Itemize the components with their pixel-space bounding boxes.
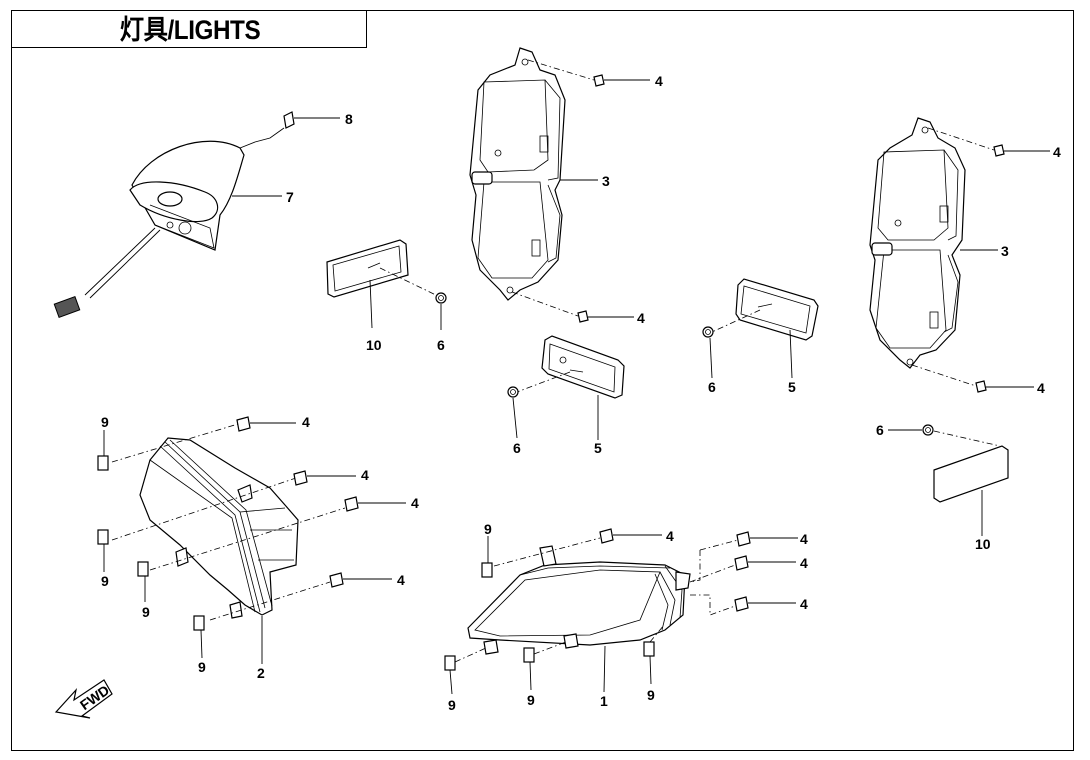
- callout-10-right: 10: [975, 536, 991, 552]
- drawing-frame: [11, 10, 1074, 751]
- headlight-1-fasteners: [444, 528, 798, 695]
- callout-9-f: 9: [448, 697, 456, 713]
- headlight-2-left: [139, 437, 299, 619]
- screw-8: [239, 111, 340, 149]
- page-title: 灯具/LIGHTS: [119, 15, 261, 45]
- callout-6-far-right: 6: [876, 422, 884, 438]
- callout-9-a: 9: [101, 414, 109, 430]
- callout-4-f: 4: [361, 467, 369, 483]
- callout-1: 1: [600, 693, 608, 709]
- callout-4-center-top: 4: [655, 73, 663, 89]
- callout-4-g: 4: [411, 495, 419, 511]
- callout-4-l: 4: [800, 596, 808, 612]
- callout-6-left: 6: [437, 337, 445, 353]
- callout-9-b: 9: [101, 573, 109, 589]
- callout-4-right-top: 4: [1053, 144, 1061, 160]
- callout-7: 7: [286, 189, 294, 205]
- callout-9-d: 9: [198, 659, 206, 675]
- callout-4-h: 4: [397, 572, 405, 588]
- tail-light-right: [869, 117, 966, 369]
- callout-6-right: 6: [708, 379, 716, 395]
- callout-8: 8: [345, 111, 353, 127]
- callout-9-c: 9: [142, 604, 150, 620]
- callout-5-center: 5: [594, 440, 602, 456]
- reflector-10-right: [888, 424, 1009, 536]
- callout-6-center: 6: [513, 440, 521, 456]
- headlight-2-fasteners: [97, 416, 406, 664]
- fwd-direction-arrow: FWD: [54, 679, 113, 719]
- callout-9-e: 9: [484, 521, 492, 537]
- callout-4-right-bottom: 4: [1037, 380, 1045, 396]
- callout-9-h: 9: [647, 687, 655, 703]
- callout-2: 2: [257, 665, 265, 681]
- headlight-1-center: [467, 545, 691, 655]
- tail-light-center: [469, 47, 566, 301]
- reflector-5-right: [702, 278, 819, 379]
- callout-4-j: 4: [800, 531, 808, 547]
- callout-4-i: 4: [666, 528, 674, 544]
- license-light-assembly: [53, 140, 245, 318]
- reflector-5-center: [507, 335, 625, 440]
- callout-3-right: 3: [1001, 243, 1009, 259]
- callout-3-center: 3: [602, 173, 610, 189]
- callout-10-left: 10: [366, 337, 382, 353]
- callout-5-right: 5: [788, 379, 796, 395]
- callout-4-center-bottom: 4: [637, 310, 645, 326]
- reflector-10-left: [326, 239, 447, 330]
- callout-9-g: 9: [527, 692, 535, 708]
- callout-4-e: 4: [302, 414, 310, 430]
- callout-4-k: 4: [800, 555, 808, 571]
- title-box: 灯具/LIGHTS: [11, 10, 367, 48]
